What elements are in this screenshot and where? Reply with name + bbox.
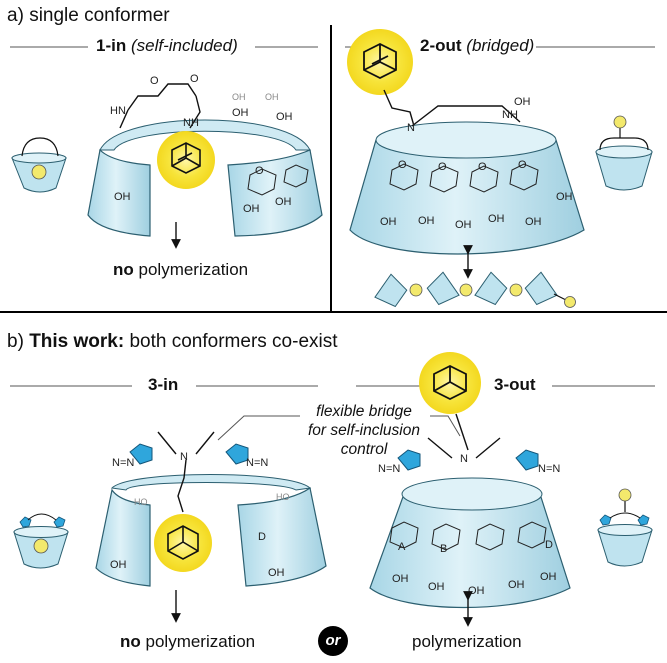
- cartoon-3-in-cup: [13, 513, 69, 569]
- panel-b-polymerization: polymerization: [412, 632, 522, 651]
- flexible-bridge-annotation: flexible bridge for self-inclusion contr…: [308, 403, 420, 458]
- svg-text:O: O: [398, 159, 407, 171]
- svg-text:D: D: [258, 531, 266, 543]
- svg-text:OH: OH: [114, 191, 131, 203]
- adamantane-2-out: [347, 29, 415, 127]
- svg-text:OH: OH: [232, 107, 249, 119]
- svg-text:OH: OH: [275, 196, 292, 208]
- cyclodextrin-3-in: N N=N N=N D OH OH HO HO: [95, 431, 327, 587]
- svg-text:OH: OH: [428, 581, 445, 593]
- panel-b-no-polymerization: no polymerization: [120, 632, 256, 651]
- svg-text:OH: OH: [508, 579, 525, 591]
- svg-text:N: N: [180, 451, 188, 463]
- svg-text:O: O: [478, 161, 487, 173]
- svg-text:N=N: N=N: [538, 463, 560, 475]
- panel-a-title: a) single conformer: [7, 5, 170, 26]
- svg-text:OH: OH: [110, 559, 127, 571]
- panel-b-title: b) This work: both conformers co-exist: [7, 331, 338, 352]
- cartoon-self-included-cup: [11, 137, 67, 193]
- adamantane-3-out: [419, 352, 481, 451]
- compound-2-out-label: 2-out (bridged): [420, 36, 535, 55]
- cyclodextrin-3-out: N N=N N=N A B D OH OH OH OH OH: [369, 437, 571, 609]
- svg-text:OH: OH: [380, 216, 397, 228]
- svg-text:O: O: [255, 165, 264, 177]
- svg-text:OH: OH: [232, 92, 246, 102]
- svg-text:OH: OH: [455, 219, 472, 231]
- svg-text:N=N: N=N: [112, 457, 134, 469]
- svg-text:NH: NH: [183, 117, 199, 129]
- svg-text:HN: HN: [110, 105, 126, 117]
- svg-text:O: O: [518, 159, 527, 171]
- svg-text:OH: OH: [268, 567, 285, 579]
- svg-text:HO: HO: [276, 492, 290, 502]
- svg-text:OH: OH: [525, 216, 542, 228]
- svg-text:O: O: [150, 75, 159, 87]
- svg-text:B: B: [440, 543, 447, 555]
- supramolecular-polymer-chain: [374, 271, 576, 308]
- svg-text:N: N: [460, 453, 468, 465]
- svg-text:A: A: [398, 541, 406, 553]
- svg-text:OH: OH: [243, 203, 260, 215]
- svg-text:OH: OH: [556, 191, 573, 203]
- compound-3-out-label: 3-out: [494, 375, 536, 394]
- svg-text:OH: OH: [540, 571, 557, 583]
- svg-text:OH: OH: [468, 585, 485, 597]
- svg-text:HO: HO: [134, 497, 148, 507]
- compound-1-in-label: 1-in (self-included): [96, 36, 238, 55]
- svg-text:OH: OH: [514, 96, 531, 108]
- cyclodextrin-2-out: N NH OH O O O O OH OH OH OH OH OH: [349, 96, 585, 255]
- svg-text:NH: NH: [502, 109, 518, 121]
- svg-text:OH: OH: [392, 573, 409, 585]
- svg-text:OH: OH: [265, 92, 279, 102]
- svg-text:OH: OH: [276, 111, 293, 123]
- cartoon-bridged-cup: [595, 115, 653, 191]
- svg-text:N=N: N=N: [246, 457, 268, 469]
- svg-text:O: O: [438, 161, 447, 173]
- cartoon-3-out-cup: [597, 488, 653, 567]
- svg-text:D: D: [545, 539, 553, 551]
- compound-3-in-label: 3-in: [148, 375, 179, 394]
- svg-text:O: O: [190, 73, 199, 85]
- panel-a-no-polymerization: no polymerization: [113, 260, 249, 279]
- svg-text:OH: OH: [418, 215, 435, 227]
- svg-text:N: N: [407, 122, 415, 134]
- cyclodextrin-1-in: OH OH O OH OH OH HN NH O O OH OH: [87, 73, 323, 237]
- svg-text:N=N: N=N: [378, 463, 400, 475]
- or-badge: or: [318, 626, 348, 656]
- svg-text:OH: OH: [488, 213, 505, 225]
